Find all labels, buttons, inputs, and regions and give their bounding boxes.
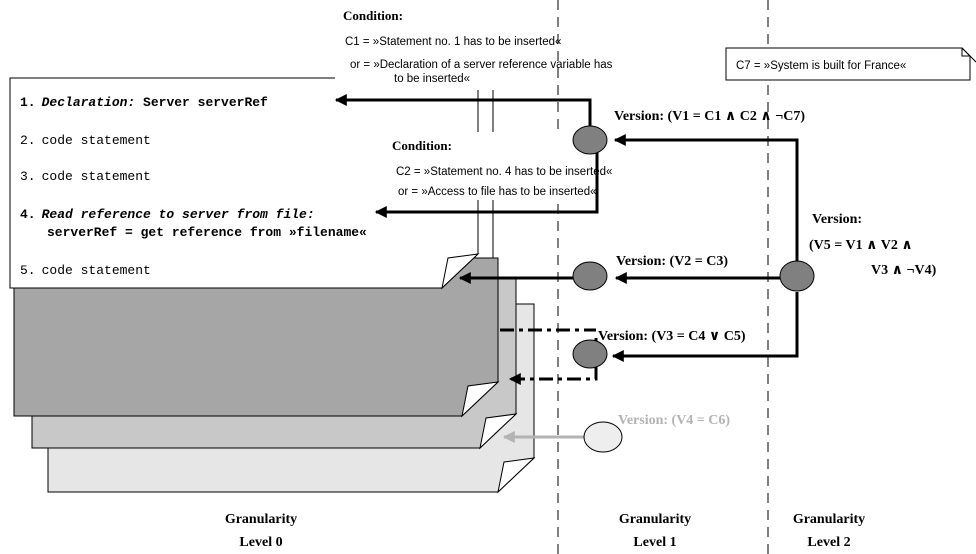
code-line-1: 1.Declaration: Server serverRef [20,95,268,110]
page-fold-4 [498,458,534,492]
granularity-level1-line2: Level 1 [633,535,676,550]
condition-2-line1: C2 = »Statement no. 4 has to be inserted… [396,166,612,178]
condition-1-line3: to be inserted« [394,73,470,85]
condition-1-line1: C1 = »Statement no. 1 has to be inserted… [345,36,561,48]
arrow-v5-to-v3 [613,292,797,356]
granularity-level2-line1: Granularity [793,512,865,527]
condition-2-heading: Condition: [392,138,452,153]
version-label-v5-line2: (V5 = V1 ∧ V2 ∧ [809,238,913,253]
version-label-v5-line3: V3 ∧ ¬V4) [871,263,937,278]
granularity-level0-line2: Level 0 [239,535,282,550]
note-c7-text: C7 = »System is built for France« [736,60,906,72]
code-line-4: 4.Read reference to server from file: [20,207,315,222]
granularity-labels: Granularity Level 0 Granularity Level 1 … [225,512,865,550]
code-line-4-continued: serverRef = get reference from »filename… [47,225,367,240]
version-label-v3: Version: (V3 = C4 ∨ C5) [598,329,746,344]
version-node-v3[interactable] [573,340,607,368]
condition-1-heading: Condition: [343,8,403,23]
granularity-level0-line1: Granularity [225,512,297,527]
condition-2-line2: or = »Access to file has to be inserted« [398,186,597,198]
arrow-v5-to-v1 [615,140,797,262]
version-label-v5-line1: Version: [812,212,862,227]
version-label-v4: Version: (V4 = C6) [618,413,730,428]
version-label-v1: Version: (V1 = C1 ∧ C2 ∧ ¬C7) [614,109,805,124]
version-label-v2: Version: (V2 = C3) [616,254,728,269]
granularity-level1-line1: Granularity [619,512,691,527]
condition-1-line2: or = »Declaration of a server reference … [350,59,613,71]
granularity-level2-line2: Level 2 [807,535,850,550]
condition-box-1: Condition: C1 = »Statement no. 1 has to … [335,6,613,90]
version-node-v2[interactable] [573,262,607,290]
note-c7: C7 = »System is built for France« [726,48,976,80]
version-node-v5[interactable] [780,261,814,291]
version-node-v4[interactable] [584,422,622,452]
version-labels: Version: (V1 = C1 ∧ C2 ∧ ¬C7) Version: (… [598,109,937,428]
version-node-v1[interactable] [573,126,607,154]
